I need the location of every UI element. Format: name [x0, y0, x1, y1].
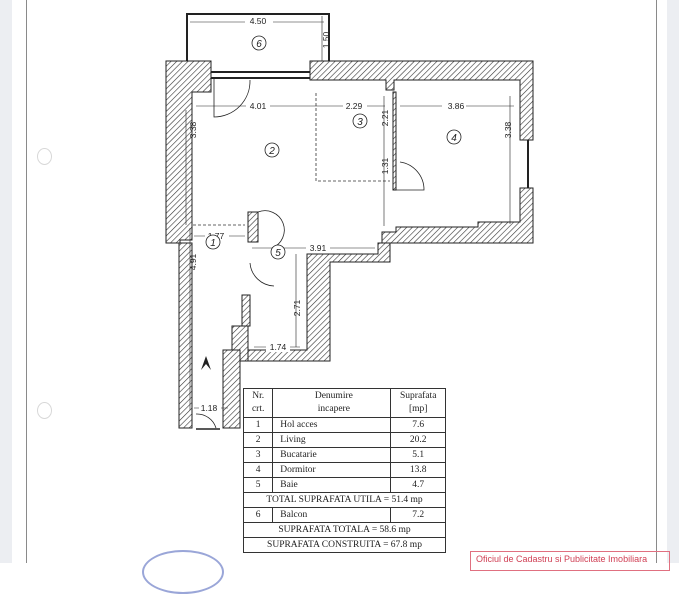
dim-living-width: 4.01 [250, 101, 267, 111]
built-area-row: SUPRAFATA CONSTRUITA = 67.8 mp [243, 537, 446, 553]
dim-bedroom-width: 3.86 [448, 101, 465, 111]
table-row: 2 Living 20.2 [242, 432, 446, 448]
room-labels: 6 2 3 4 1 5 [205, 35, 462, 260]
floor-plan: 4.50 1.50 4.01 2.29 3.86 3.38 2.21 3.38 … [165, 13, 534, 430]
dim-bedroom-height: 3.38 [503, 121, 513, 138]
header-nr: Nr.crt. [242, 388, 274, 418]
room-label-3: 3 [357, 117, 363, 128]
dim-living-height: 3.38 [188, 121, 198, 138]
room-label-5: 5 [275, 248, 281, 259]
round-stamp [142, 550, 224, 594]
room-label-6: 6 [256, 39, 262, 50]
scan-edge-left [0, 0, 12, 563]
room-label-2: 2 [268, 146, 275, 157]
dim-entrance-width: 1.18 [201, 403, 218, 413]
total-useful-row: TOTAL SUPRAFATA UTILA = 51.4 mp [243, 492, 446, 508]
room-label-4: 4 [451, 133, 457, 144]
page-border-right [656, 0, 657, 563]
punch-hole-icon [37, 402, 52, 419]
punch-hole-icon [37, 148, 52, 165]
entrance-arrow-icon [201, 356, 211, 370]
walls [165, 60, 534, 429]
scan-edge-right [667, 0, 679, 563]
doors [195, 78, 425, 429]
table-row: 5 Baie 4.7 [242, 477, 446, 493]
dimension-lines [185, 96, 514, 410]
table-row: 4 Dormitor 13.8 [242, 462, 446, 478]
dim-hall-height: 4.91 [188, 253, 198, 270]
page-border-left [26, 0, 27, 563]
table-row: 3 Bucatarie 5.1 [242, 447, 446, 463]
total-area-row: SUPRAFATA TOTALA = 58.6 mp [243, 522, 446, 538]
dim-balcony-depth: 1.50 [321, 31, 331, 48]
dim-kitchen-width: 2.29 [346, 101, 363, 111]
balcony-row: 6 Balcon 7.2 [242, 507, 446, 523]
dim-corridor-width: 3.91 [310, 243, 327, 253]
dim-bath-width: 1.74 [270, 342, 287, 352]
header-area: Suprafata[mp] [390, 388, 446, 418]
dim-passage-height: 1.31 [380, 157, 390, 174]
dim-bath-height: 2.71 [292, 299, 302, 316]
room-label-1: 1 [210, 238, 216, 249]
dim-balcony-width: 4.50 [250, 16, 267, 26]
cadastre-stamp: Oficiul de Cadastru si Publicitate Imobi… [470, 551, 670, 571]
table-row: 1 Hol acces 7.6 [242, 417, 446, 433]
dim-kitchen-height: 2.21 [380, 109, 390, 126]
